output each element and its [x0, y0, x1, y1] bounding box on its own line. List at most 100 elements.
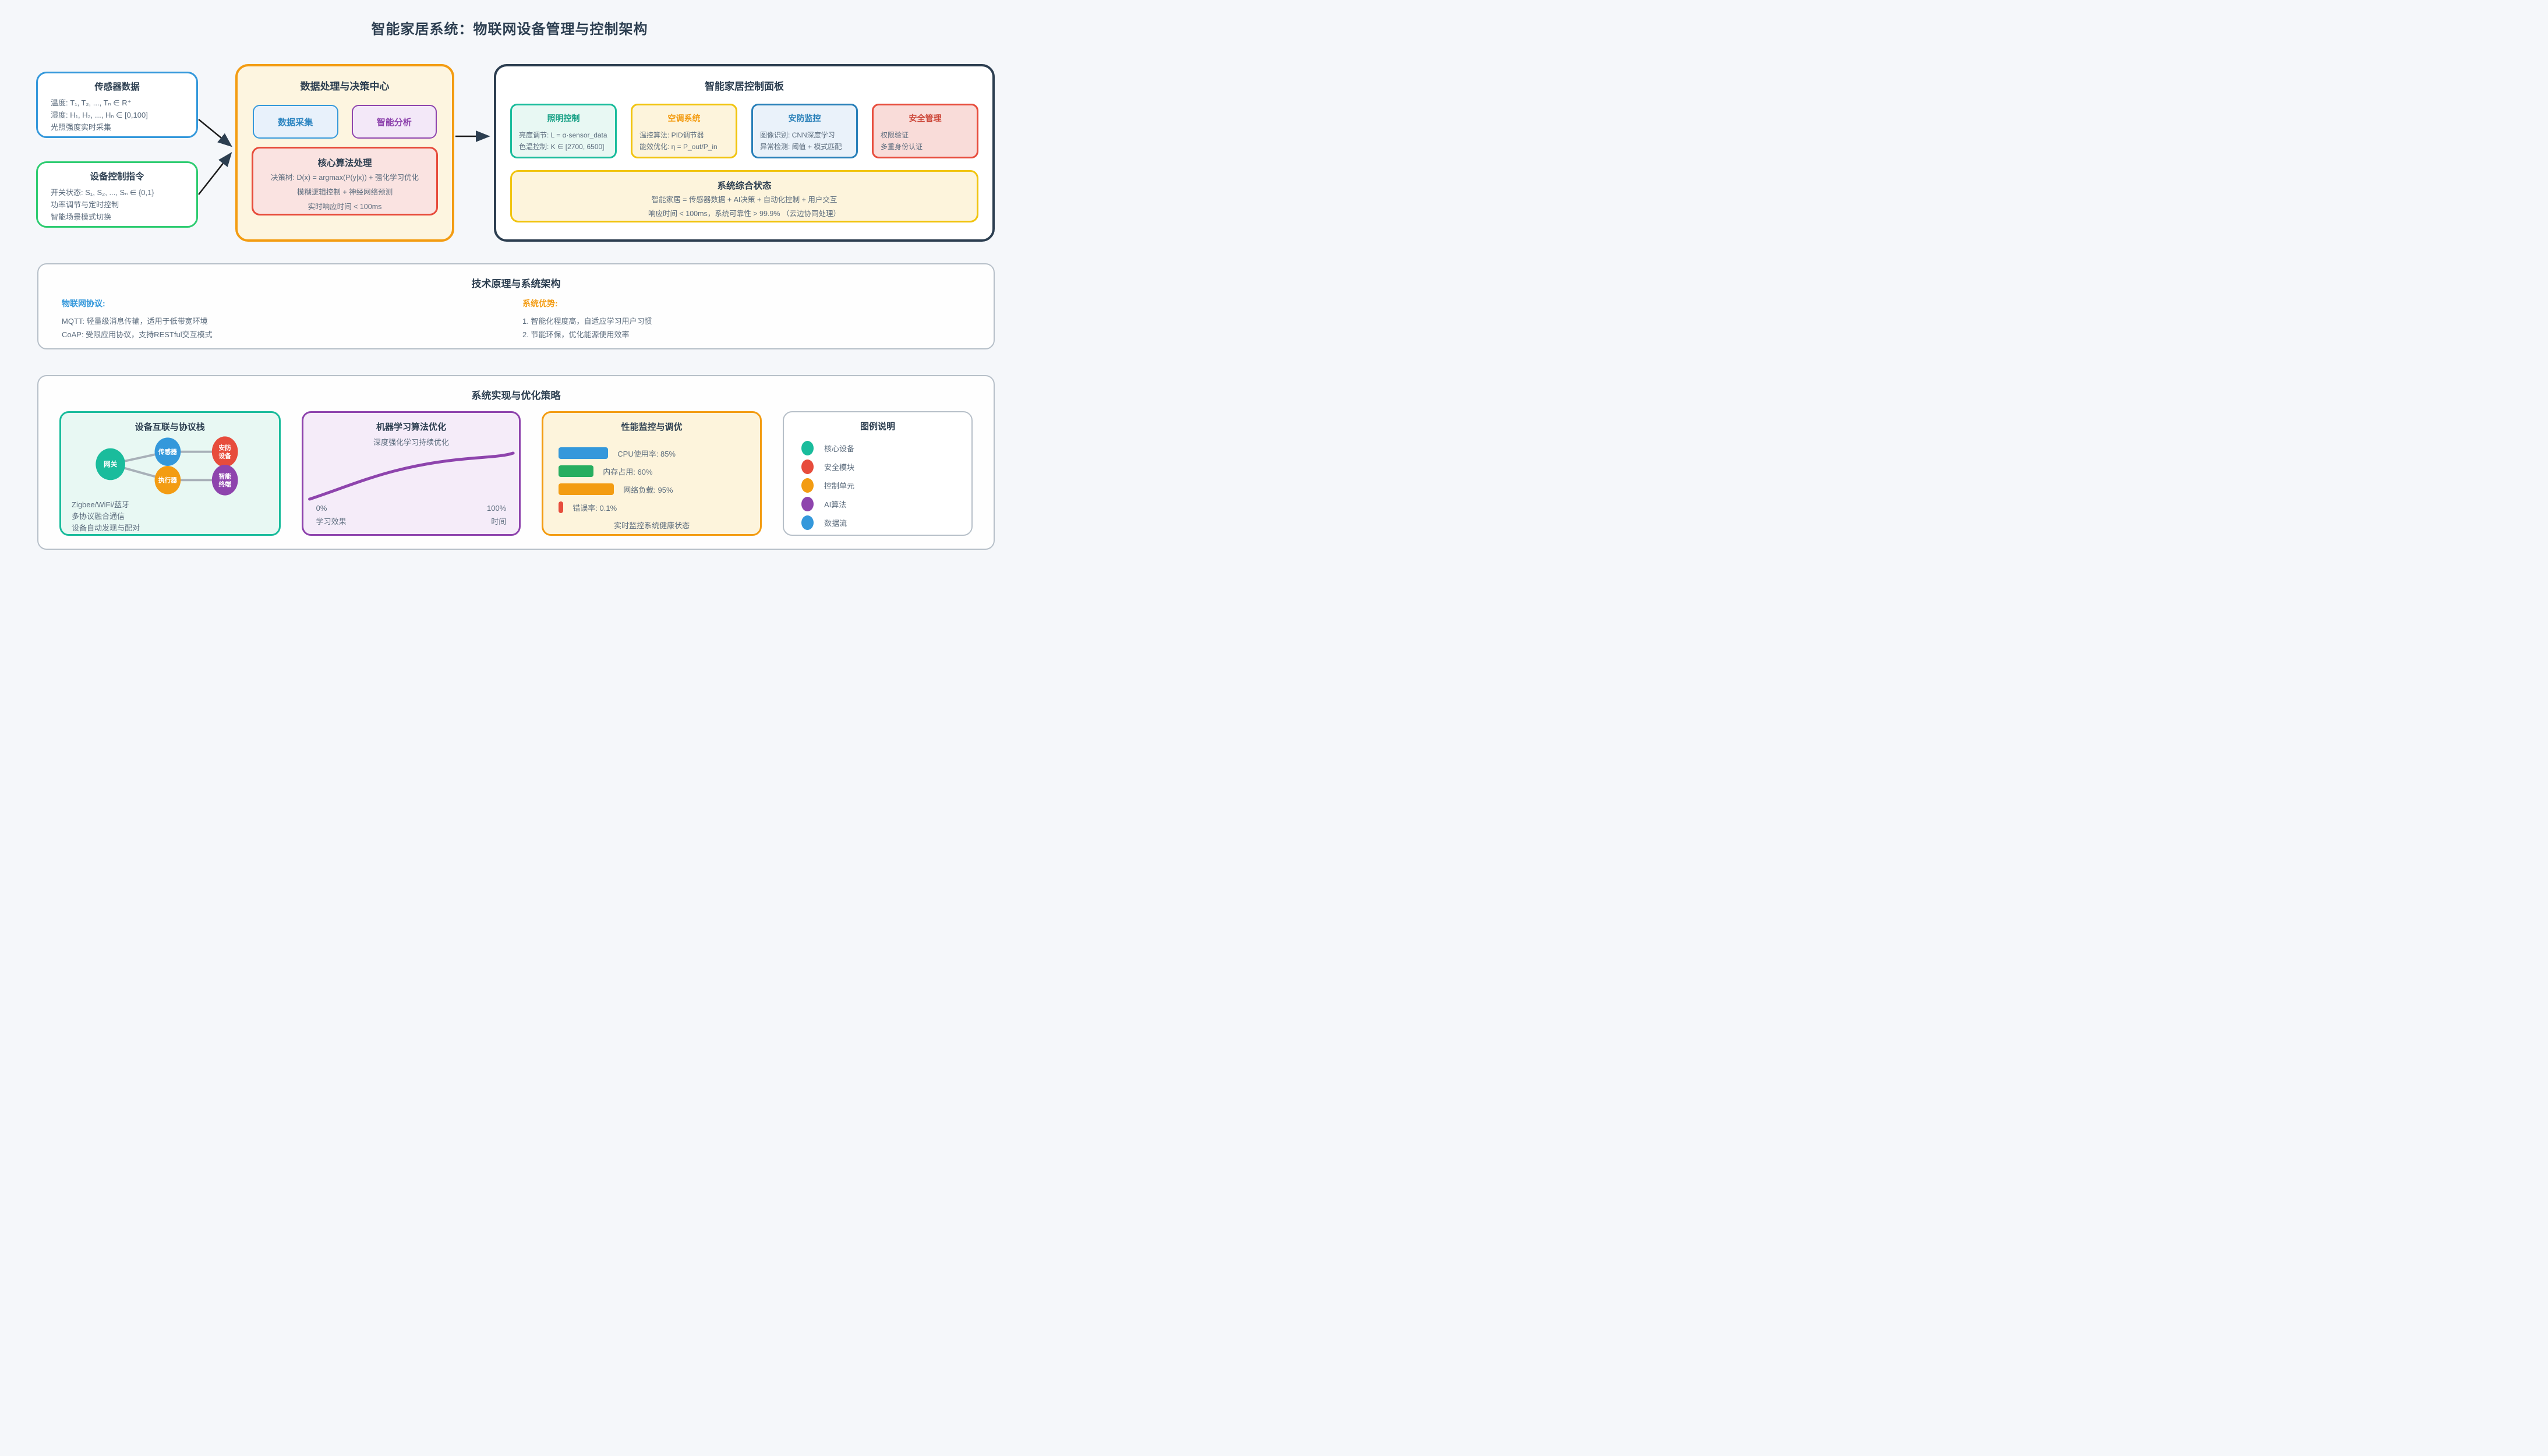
- surveillance-card-title: 安防监控: [788, 114, 821, 123]
- decision-center-title: 数据处理与决策中心: [300, 81, 390, 92]
- arrow-sensor-to-center: [198, 119, 232, 147]
- ml-card-title: 机器学习算法优化: [376, 422, 446, 432]
- actuator-node-label: 执行器: [158, 476, 177, 484]
- sensor-data-title: 传感器数据: [94, 82, 140, 92]
- core-device-dot: [801, 441, 814, 455]
- implementation-section: 系统实现与优化策略 设备互联与协议栈 网关: [37, 375, 995, 550]
- sensor-node-label: 传感器: [158, 448, 177, 456]
- metric-row: 网络负载: 95%: [559, 483, 760, 495]
- status-line-formula: 智能家居 = 传感器数据 + AI决策 + 自动化控制 + 用户交互: [651, 196, 837, 204]
- arrow-device-to-center: [198, 152, 232, 195]
- learning-curve-chart: [308, 451, 515, 501]
- surveillance-line-cnn: 图像识别: CNN深度学习: [760, 131, 835, 139]
- gateway-node-label: 网关: [104, 460, 118, 468]
- protocol-item-coap: CoAP: 受限应用协议，支持RESTful交互模式: [62, 330, 213, 339]
- error-rate-label: 错误率: 0.1%: [572, 503, 617, 513]
- lighting-card: 照明控制 亮度调节: L = α·sensor_data 色温控制: K ∈ […: [510, 104, 617, 158]
- core-line-fuzzy: 模糊逻辑控制 + 神经网络预测: [296, 188, 393, 196]
- terminal-node-label-1: 智能: [218, 472, 231, 480]
- cpu-usage-bar: [559, 447, 609, 459]
- system-status-title: 系统综合状态: [717, 181, 772, 191]
- lighting-line-brightness: 亮度调节: L = α·sensor_data: [519, 131, 607, 139]
- page-title: 智能家居系统：物联网设备管理与控制架构: [371, 22, 648, 37]
- protocol-item-mqtt: MQTT: 轻量级消息传输，适用于低带宽环境: [62, 317, 208, 326]
- error-rate-bar: [559, 501, 564, 513]
- ml-optimization-card: 机器学习算法优化 深度强化学习持续优化 0% 100% 学习效果 时间: [301, 411, 521, 536]
- data-flow-dot: [801, 515, 814, 530]
- protocol-stack-card: 设备互联与协议栈 网关 传感器 执行器 安防: [59, 411, 281, 536]
- control-unit-dot: [801, 478, 814, 493]
- sensor-node: [154, 437, 181, 466]
- smart-home-architecture-diagram: 智能家居系统：物联网设备管理与控制架构 传感器数据 温度: T₁, T₂, ..…: [0, 0, 1019, 582]
- smart-terminal-node: [211, 465, 238, 496]
- lighting-line-colortemp: 色温控制: K ∈ [2700, 6500]: [519, 143, 605, 151]
- device-control-box: 设备控制指令 开关状态: S₁, S₂, ..., Sₙ ∈ {0,1} 功率调…: [36, 161, 198, 228]
- network-load-label: 网络负载: 95%: [623, 485, 673, 494]
- core-algorithm-box: 核心算法处理 决策树: D(x) = argmax(P(y|x)) + 强化学习…: [252, 147, 438, 215]
- security-module-label: 安全模块: [824, 463, 854, 472]
- tech-principles-section: 技术原理与系统架构 物联网协议: MQTT: 轻量级消息传输，适用于低带宽环境 …: [37, 263, 995, 349]
- core-algorithm-title: 核心算法处理: [317, 158, 372, 168]
- core-line-latency: 实时响应时间 < 100ms: [308, 203, 382, 211]
- metric-row: 内存占用: 60%: [559, 465, 760, 477]
- tech-section-title: 技术原理与系统架构: [471, 278, 561, 289]
- security-module-dot: [801, 460, 814, 474]
- gateway-node: [96, 448, 125, 480]
- core-device-label: 核心设备: [824, 444, 854, 453]
- status-line-reliability: 响应时间 < 100ms，系统可靠性 > 99.9% （云边协同处理）: [648, 210, 840, 218]
- device-line-power: 功率调节与定时控制: [51, 200, 119, 209]
- device-control-title: 设备控制指令: [90, 172, 144, 182]
- advantage-item-2: 2. 节能环保，优化能源使用效率: [522, 330, 630, 339]
- ml-card-subtitle: 深度强化学习持续优化: [373, 438, 449, 447]
- legend-card: 图例说明 核心设备 安全模块 控制单元: [782, 411, 973, 536]
- memory-usage-bar: [559, 465, 594, 477]
- metric-row: 错误率: 0.1%: [559, 501, 760, 513]
- security-device-node: [211, 436, 238, 467]
- decision-center-box: 数据处理与决策中心 数据采集 智能分析 核心算法处理 决策树: D(x) = a…: [235, 64, 454, 242]
- actuator-node: [154, 465, 181, 494]
- security-node-label-1: 安防: [218, 444, 231, 452]
- system-advantages-heading: 系统优势:: [522, 299, 558, 308]
- performance-card-title: 性能监控与调优: [621, 422, 683, 432]
- protocol-line-zigbee: Zigbee/WiFi/蓝牙: [72, 500, 129, 509]
- metric-row: CPU使用率: 85%: [559, 447, 760, 459]
- memory-usage-label: 内存占用: 60%: [603, 467, 653, 476]
- sensor-line-light: 光照强度实时采集: [51, 123, 112, 132]
- security-node-label-2: 设备: [218, 452, 231, 460]
- implementation-section-title: 系统实现与优化策略: [471, 390, 561, 401]
- terminal-node-label-2: 终端: [218, 480, 231, 488]
- security-line-mfa: 多重身份认证: [881, 143, 923, 151]
- ai-algorithm-dot: [801, 497, 814, 511]
- protocol-line-fusion: 多协议融合通信: [72, 512, 125, 521]
- legend-card-title: 图例说明: [860, 422, 895, 432]
- device-line-switch: 开关状态: S₁, S₂, ..., Sₙ ∈ {0,1}: [51, 188, 154, 197]
- cpu-usage-label: CPU使用率: 85%: [617, 449, 676, 458]
- lighting-card-title: 照明控制: [547, 114, 580, 123]
- sensor-line-humidity: 湿度: H₁, H₂, ..., Hₙ ∈ [0,100]: [51, 111, 148, 119]
- device-network-diagram: 网关 传感器 执行器 安防 设备 智能 终端: [96, 436, 238, 496]
- sensor-data-box: 传感器数据 温度: T₁, T₂, ..., Tₙ ∈ R⁺ 湿度: H₁, H…: [36, 72, 198, 138]
- performance-card: 性能监控与调优 CPU使用率: 85% 内存占用: 60% 网络负载: 95%: [542, 411, 762, 536]
- security-card: 安全管理 权限验证 多重身份认证: [872, 104, 978, 158]
- control-unit-label: 控制单元: [824, 482, 854, 490]
- hvac-card-title: 空调系统: [667, 114, 701, 123]
- ml-x-axis-label: 时间: [491, 517, 507, 526]
- ml-x-end-label: 100%: [487, 504, 507, 513]
- ai-algorithm-label: AI算法: [824, 500, 847, 509]
- control-panel: 智能家居控制面板 照明控制 亮度调节: L = α·sensor_data 色温…: [494, 64, 995, 242]
- iot-protocols-heading: 物联网协议:: [62, 299, 105, 308]
- protocol-stack-title: 设备互联与协议栈: [135, 422, 205, 432]
- ml-y-axis-label: 学习效果: [316, 517, 347, 526]
- ml-x-start-label: 0%: [316, 504, 327, 513]
- core-line-decision-tree: 决策树: D(x) = argmax(P(y|x)) + 强化学习优化: [271, 174, 419, 182]
- data-collection-button[interactable]: 数据采集: [253, 105, 338, 139]
- legend-item: 数据流: [801, 515, 971, 530]
- legend-item: 安全模块: [801, 460, 971, 474]
- advantage-item-1: 1. 智能化程度高，自适应学习用户习惯: [522, 317, 652, 326]
- intelligent-analysis-button[interactable]: 智能分析: [351, 105, 437, 139]
- network-load-bar: [559, 483, 614, 495]
- data-flow-label: 数据流: [824, 519, 847, 528]
- security-card-title: 安全管理: [909, 114, 942, 123]
- hvac-line-pid: 温控算法: PID调节器: [639, 131, 704, 139]
- control-panel-title: 智能家居控制面板: [705, 81, 784, 92]
